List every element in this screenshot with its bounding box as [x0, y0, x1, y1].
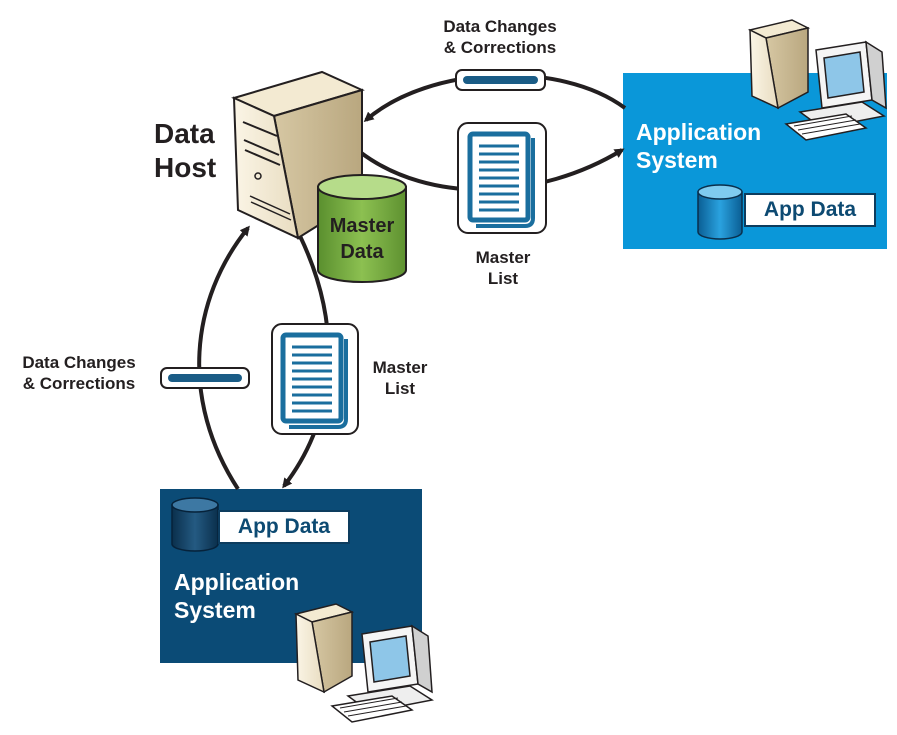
master-data-database-icon: [317, 174, 407, 283]
master-list-document-left-icon: [271, 323, 359, 435]
app-data-right-label: App Data: [744, 193, 876, 227]
app-data-bottom-label: App Data: [218, 510, 350, 544]
application-system-right-title: Application System: [636, 119, 762, 173]
master-data-label-line2: Data: [340, 241, 384, 263]
master-list-label-top: Master List: [475, 248, 531, 288]
application-system-bottom-title: Application System: [174, 569, 300, 623]
arrow-changes-to-host-left: [197, 225, 250, 491]
master-data-label-line1: Master: [330, 215, 395, 237]
data-changes-capsule-left-icon: [160, 367, 250, 389]
data-changes-label-top: Data Changes & Corrections: [443, 17, 557, 57]
app-data-right-database-icon: [697, 184, 743, 240]
data-host-label: Data Host: [154, 118, 217, 183]
app-data-bottom-database-icon: [171, 497, 219, 552]
workstation-right-icon: [747, 19, 887, 141]
workstation-bottom-icon: [293, 603, 434, 723]
data-changes-capsule-top-icon: [455, 69, 546, 91]
master-list-document-top-icon: [457, 122, 547, 234]
master-list-label-left: Master List: [372, 358, 428, 398]
data-changes-label-left: Data Changes & Corrections: [22, 353, 136, 393]
